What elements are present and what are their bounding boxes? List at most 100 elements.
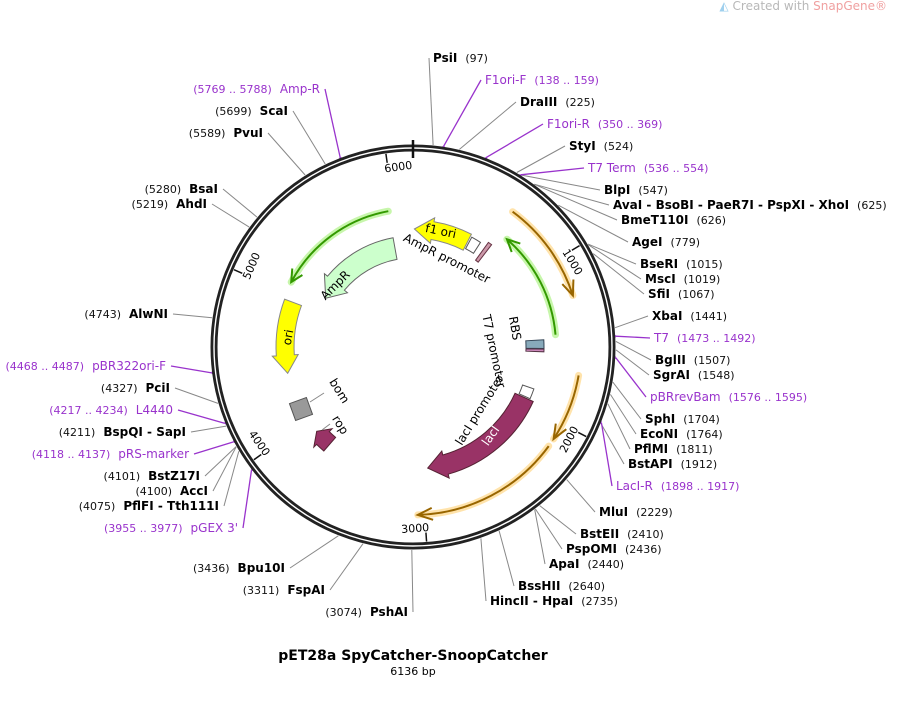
enzyme-site-label[interactable]: (3436)Bpu10I	[193, 561, 285, 575]
feature-ori[interactable]	[271, 298, 303, 375]
enzyme-site-label[interactable]: MscI(1019)	[645, 272, 720, 286]
scale-tick	[571, 244, 580, 251]
primer-site-label[interactable]: (4468 .. 4487)pBR322ori-F	[6, 359, 167, 373]
primer-site-label[interactable]: pBRrevBam(1576 .. 1595)	[650, 390, 807, 404]
enzyme-site-label[interactable]: BglII(1507)	[655, 353, 730, 367]
primer-site-label[interactable]: (3955 .. 3977)pGEX 3'	[104, 521, 238, 535]
primer-site-label[interactable]: F1ori-R(350 .. 369)	[547, 117, 662, 131]
enzyme-site-label[interactable]: (5219)AhdI	[132, 197, 207, 211]
enzyme-leader-line	[204, 446, 237, 477]
enzyme-site-label[interactable]: BseRI(1015)	[640, 257, 723, 271]
enzyme-site-label[interactable]: EcoNI(1764)	[640, 427, 723, 441]
enzyme-name: HincII - HpaI	[490, 594, 573, 608]
feature-rbs[interactable]	[525, 348, 545, 353]
credit-text: Created with	[732, 0, 814, 13]
enzyme-site-label[interactable]: BstAPI(1912)	[628, 457, 717, 471]
primer-range: (5769 .. 5788)	[193, 83, 272, 96]
feature-label-bom: bom	[326, 376, 352, 406]
enzyme-site-label[interactable]: SphI(1704)	[645, 412, 720, 426]
primer-range: (4217 .. 4234)	[49, 404, 128, 417]
enzyme-site-label[interactable]: HincII - HpaI(2735)	[490, 594, 618, 608]
enzyme-site-label[interactable]: XbaI(1441)	[652, 309, 727, 323]
enzyme-name: StyI	[569, 139, 596, 153]
enzyme-name: BlpI	[604, 183, 630, 197]
enzyme-position: (1441)	[690, 310, 727, 323]
primer-site-label[interactable]: (4217 .. 4234)L4440	[49, 403, 173, 417]
primer-site-label[interactable]: (4118 .. 4137)pRS-marker	[32, 447, 189, 461]
orf-orange-3	[417, 445, 550, 516]
enzyme-leader-line	[480, 538, 487, 602]
feature-t7-promoter[interactable]	[525, 339, 545, 350]
enzyme-site-label[interactable]: BssHII(2640)	[518, 579, 605, 593]
enzyme-leader-line	[211, 203, 250, 228]
enzyme-site-label[interactable]: ApaI(2440)	[549, 557, 624, 571]
enzyme-position: (1704)	[683, 413, 720, 426]
enzyme-leader-line	[558, 204, 629, 243]
primer-range: (536 .. 554)	[644, 162, 709, 175]
enzyme-site-label[interactable]: BstEII(2410)	[580, 527, 664, 541]
bom-leader-line	[309, 392, 325, 403]
enzyme-site-label[interactable]: PsiI(97)	[433, 51, 488, 65]
primer-leader-line	[170, 365, 212, 374]
enzyme-site-label[interactable]: (5280)BsaI	[145, 182, 218, 196]
enzyme-name: SfiI	[648, 287, 670, 301]
primer-site-label[interactable]: F1ori-F(138 .. 159)	[485, 73, 599, 87]
primer-leader-line	[485, 123, 544, 159]
enzyme-site-label[interactable]: PflMI(1811)	[634, 442, 713, 456]
enzyme-leader-line	[289, 535, 339, 569]
enzyme-leader-line	[267, 132, 306, 176]
enzyme-site-label[interactable]: (4743)AlwNI	[84, 307, 168, 321]
feature-rop[interactable]	[313, 427, 337, 452]
feature-label-rbs: RBS	[506, 315, 524, 341]
orf-orange-1-arrowhead-icon	[561, 279, 575, 298]
enzyme-site-label[interactable]: AgeI(779)	[632, 235, 700, 249]
primer-name: T7	[653, 331, 669, 345]
enzyme-site-label[interactable]: StyI(524)	[569, 139, 633, 153]
enzyme-site-label[interactable]: (3311)FspAI	[243, 583, 325, 597]
enzyme-site-label[interactable]: (4327)PciI	[101, 381, 170, 395]
enzyme-position: (547)	[638, 184, 668, 197]
enzyme-site-label[interactable]: SfiI(1067)	[648, 287, 715, 301]
enzyme-site-label[interactable]: BlpI (547)	[604, 183, 668, 197]
feature-bom[interactable]	[288, 396, 314, 422]
enzyme-site-label[interactable]: (4100)AccI	[135, 484, 208, 498]
feature-laci[interactable]	[426, 392, 534, 479]
enzyme-leader-line	[329, 543, 364, 591]
enzyme-site-label[interactable]: (4211)BspQI - SapI	[59, 425, 186, 439]
primer-name: pRS-marker	[118, 447, 189, 461]
snapgene-credit: ◭Created with SnapGene®	[719, 0, 887, 13]
enzyme-site-label[interactable]: (4101)BstZ17I	[104, 469, 200, 483]
primer-site-label[interactable]: T7 Term(536 .. 554)	[587, 161, 708, 175]
primer-range: (4468 .. 4487)	[6, 360, 85, 373]
enzyme-site-label[interactable]: PspOMI(2436)	[566, 542, 662, 556]
enzyme-name: BspQI - SapI	[103, 425, 186, 439]
enzyme-leader-line	[172, 313, 213, 319]
feature-ampr[interactable]	[323, 237, 398, 299]
enzyme-site-label[interactable]: BmeT110I(626)	[621, 213, 726, 227]
primer-site-label[interactable]: (5769 .. 5788)Amp-R	[193, 82, 320, 96]
enzyme-leader-line	[292, 110, 326, 165]
enzyme-site-label[interactable]: MluI(2229)	[599, 505, 673, 519]
enzyme-site-label[interactable]: (4075)PflFI - Tth111I	[79, 499, 219, 513]
enzyme-leader-line	[607, 403, 631, 450]
enzyme-leader-line	[212, 446, 237, 492]
feature-laci-promoter[interactable]	[518, 384, 535, 400]
feature-label-f1ori: f1 ori	[424, 221, 458, 241]
enzyme-site-label[interactable]: (5699)ScaI	[215, 104, 288, 118]
enzyme-position: (2436)	[625, 543, 662, 556]
enzyme-site-label[interactable]: (5589)PvuI	[189, 126, 263, 140]
enzyme-leader-line	[566, 479, 596, 513]
enzyme-site-label[interactable]: SgrAI(1548)	[653, 368, 734, 382]
primer-site-label[interactable]: T7(1473 .. 1492)	[653, 331, 756, 345]
primer-site-label[interactable]: LacI-R(1898 .. 1917)	[616, 479, 739, 493]
feature-f1-ori[interactable]	[413, 216, 473, 251]
enzyme-site-label[interactable]: DraIII(225)	[520, 95, 595, 109]
enzyme-site-label[interactable]: AvaI - BsoBI - PaeR7I - PspXI - XhoI(625…	[613, 198, 887, 212]
enzyme-name: AvaI - BsoBI - PaeR7I - PspXI - XhoI	[613, 198, 849, 212]
feature-ampr-promoter[interactable]	[464, 236, 482, 254]
enzyme-leader-line	[190, 425, 227, 433]
enzyme-name: PflFI - Tth111I	[123, 499, 219, 513]
enzyme-site-label[interactable]: (3074)PshAI	[325, 605, 408, 619]
enzyme-position: (2440)	[587, 558, 624, 571]
enzyme-leader-line	[498, 530, 515, 587]
